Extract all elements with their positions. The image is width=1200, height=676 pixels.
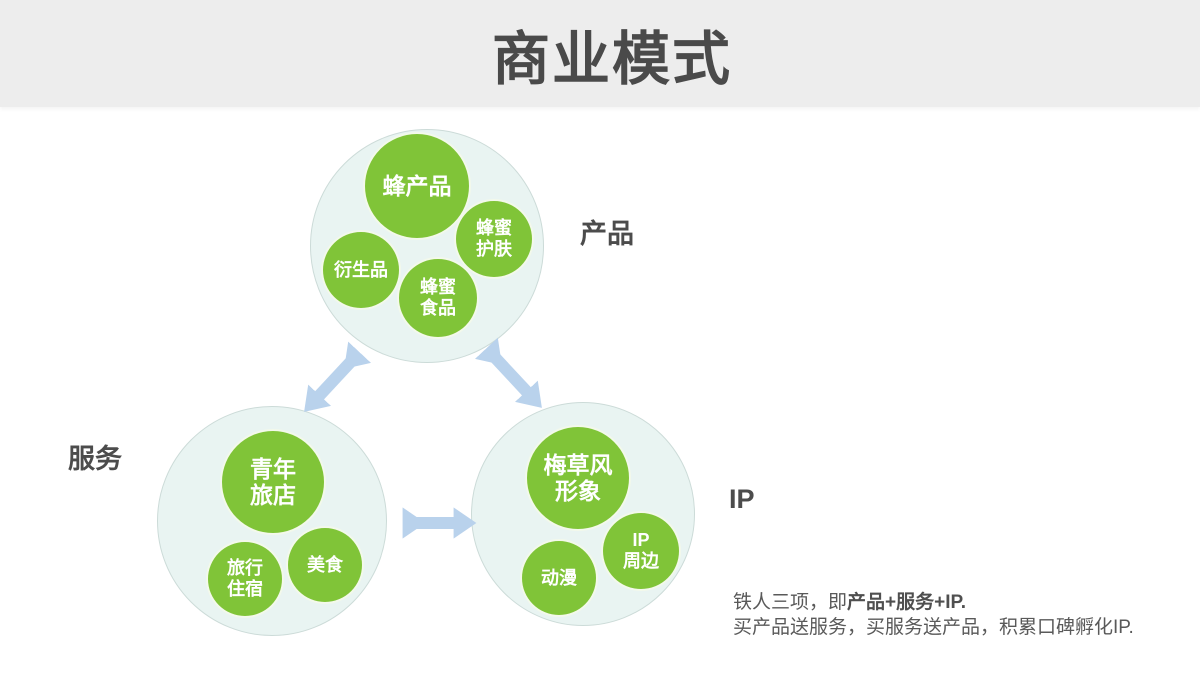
node-ip-merchandise: IP 周边 [601,511,681,591]
arrow-product-service [304,341,372,412]
footnote: 铁人三项，即产品+服务+IP. 买产品送服务，买服务送产品，积累口碑孵化IP. [733,591,1134,640]
header-band: 商业模式 [0,0,1200,107]
node-honey-food: 蜂蜜 食品 [397,257,479,339]
node-gourmet: 美食 [286,526,364,604]
page-title: 商业模式 [491,26,732,92]
node-bee-products: 蜂产品 [363,132,471,240]
service-label: 服务 [68,444,122,474]
footnote-line1: 铁人三项，即产品+服务+IP. [733,592,966,613]
node-derivatives: 衍生品 [321,230,401,310]
node-honey-skincare: 蜂蜜 护肤 [454,199,534,279]
node-youth-hostel: 青年 旅店 [220,429,326,535]
node-travel-lodging: 旅行 住宿 [206,540,284,618]
ip-label: IP [729,484,755,514]
node-anime: 动漫 [520,539,598,617]
product-label: 产品 [580,219,634,249]
node-meicaofeng-image: 梅草风 形象 [525,425,631,531]
footnote-line2: 买产品送服务，买服务送产品，积累口碑孵化IP. [733,616,1134,638]
arrow-product-ip [474,337,542,408]
